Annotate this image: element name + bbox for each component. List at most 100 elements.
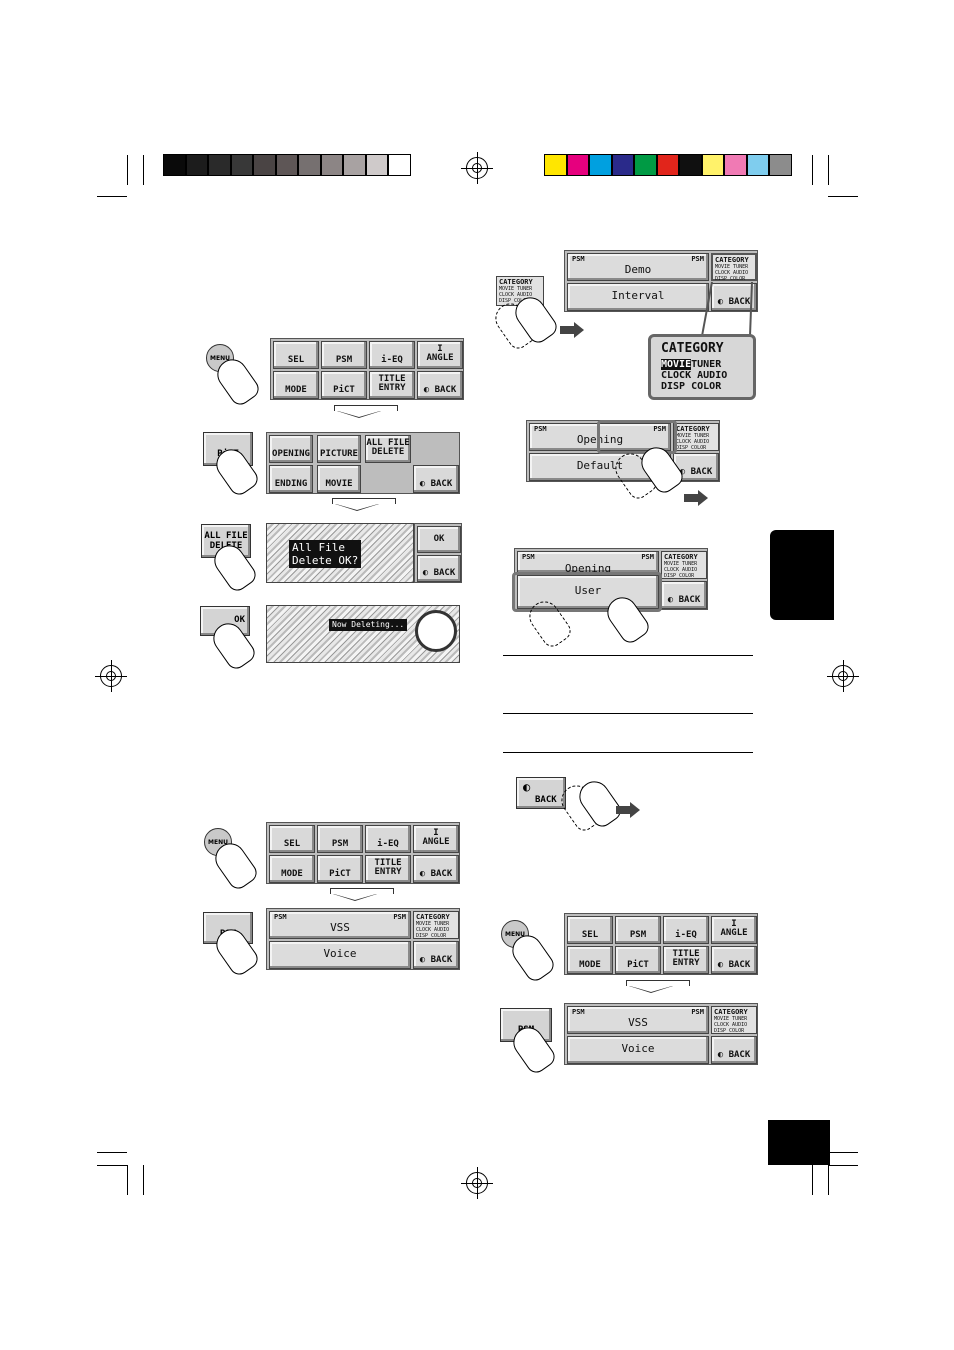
back-label: BACK xyxy=(728,297,751,307)
menu-panel: SEL PSM i-EQ I ANGLE MODE PiCT TITLE ENT… xyxy=(266,822,460,884)
psm-next-label: PSM xyxy=(653,425,666,433)
category-button[interactable]: CATEGORY MOVIE TUNER CLOCK AUDIO DISP CO… xyxy=(711,1006,757,1034)
back-button[interactable]: ◐ BACK xyxy=(417,371,463,399)
sel-button[interactable]: SEL xyxy=(567,916,613,944)
all-file-label: ALL FILE xyxy=(366,437,410,448)
all-file-delete-button[interactable]: ALL FILE DELETE xyxy=(365,435,411,463)
opening-item[interactable]: PSM PSM Opening xyxy=(517,551,659,575)
back-label: BACK xyxy=(728,960,751,970)
title-entry-button[interactable]: TITLE ENTRY xyxy=(365,855,411,883)
angle-label: ANGLE xyxy=(422,836,450,847)
entry-label: ENTRY xyxy=(672,957,700,968)
category-row: CLOCK AUDIO xyxy=(499,292,533,298)
back-button[interactable]: ◐ BACK xyxy=(711,283,757,311)
angle-button[interactable]: I ANGLE xyxy=(413,825,459,853)
sel-button[interactable]: SEL xyxy=(269,825,315,853)
pict-button[interactable]: PiCT xyxy=(317,855,363,883)
deleting-photo: Now Deleting... xyxy=(266,605,460,663)
pict-button[interactable]: PiCT xyxy=(321,371,367,399)
color-swatch xyxy=(656,154,679,176)
mode-button[interactable]: MODE xyxy=(273,371,319,399)
ending-button[interactable]: ENDING xyxy=(269,465,313,493)
color-swatch xyxy=(566,154,589,176)
demo-item[interactable]: PSM PSM Demo xyxy=(567,253,709,281)
psm-button[interactable]: PSM xyxy=(615,916,661,944)
voice-setting[interactable]: Voice xyxy=(567,1036,709,1064)
back-button[interactable]: ◐ BACK xyxy=(417,555,461,582)
gray-swatch xyxy=(185,154,208,176)
category-row: MOVIE TUNER xyxy=(499,286,533,292)
angle-label: ANGLE xyxy=(426,352,454,363)
user-setting[interactable]: User xyxy=(517,575,659,609)
selection-highlight xyxy=(597,420,677,454)
category-tuner: TUNER xyxy=(691,359,722,370)
category-button[interactable]: CATEGORY MOVIE TUNER CLOCK AUDIO DISP CO… xyxy=(673,423,719,451)
movie-button[interactable]: MOVIE xyxy=(317,465,361,493)
mode-button[interactable]: MODE xyxy=(269,855,315,883)
crop-mark xyxy=(143,1165,144,1195)
color-swatch xyxy=(724,154,747,176)
category-row: CLOCK AUDIO xyxy=(714,1022,748,1028)
back-button[interactable]: ◐ BACK xyxy=(413,855,459,883)
gray-swatch xyxy=(208,154,231,176)
divider xyxy=(503,655,753,656)
category-color: COLOR xyxy=(691,381,722,392)
flow-arrow-icon xyxy=(330,888,394,901)
pict-panel: OPENING PICTURE ALL FILE DELETE ENDING M… xyxy=(266,432,460,494)
back-label: BACK xyxy=(678,595,701,605)
angle-button[interactable]: I ANGLE xyxy=(711,916,757,944)
back-button[interactable]: ◐ BACK xyxy=(413,941,459,969)
interval-setting[interactable]: Interval xyxy=(567,283,709,311)
back-key[interactable]: ◐ BACK xyxy=(516,777,566,809)
color-swatch xyxy=(611,154,634,176)
gray-swatch xyxy=(298,154,321,176)
mode-button[interactable]: MODE xyxy=(567,946,613,974)
i-eq-button[interactable]: i-EQ xyxy=(369,341,415,369)
sel-button[interactable]: SEL xyxy=(273,341,319,369)
category-row: DISP COLOR xyxy=(714,1028,745,1034)
arrow-right-icon xyxy=(684,490,708,506)
opening-item[interactable]: PSM PSM Opening xyxy=(529,423,671,451)
voice-setting[interactable]: Voice xyxy=(269,941,411,969)
color-swatch xyxy=(589,154,612,176)
category-button[interactable]: CATEGORY MOVIE TUNER CLOCK AUDIO DISP CO… xyxy=(711,253,757,282)
pict-button[interactable]: PiCT xyxy=(615,946,661,974)
back-label: BACK xyxy=(434,385,457,395)
opening-button[interactable]: OPENING xyxy=(269,435,313,463)
vss-item[interactable]: PSM PSM VSS xyxy=(269,911,411,939)
registration-mark xyxy=(827,660,859,692)
ok-button[interactable]: OK xyxy=(417,526,461,553)
back-button[interactable]: ◐ BACK xyxy=(661,581,707,609)
gray-swatch xyxy=(230,154,253,176)
arrow-right-icon xyxy=(560,322,584,338)
category-zoom: CATEGORY MOVIETUNER CLOCK AUDIO DISP COL… xyxy=(648,334,756,400)
setting-value: Default xyxy=(576,459,624,473)
setting-value: Voice xyxy=(621,1042,655,1056)
title-entry-button[interactable]: TITLE ENTRY xyxy=(663,946,709,974)
entry-label: ENTRY xyxy=(378,382,406,393)
crop-mark xyxy=(143,155,144,185)
back-icon: ◐ xyxy=(679,467,686,477)
back-button[interactable]: ◐ BACK xyxy=(673,453,719,481)
back-button[interactable]: ◐ BACK xyxy=(711,946,757,974)
category-button[interactable]: CATEGORY MOVIE TUNER CLOCK AUDIO DISP CO… xyxy=(661,551,707,579)
title-entry-button[interactable]: TITLE ENTRY xyxy=(369,371,415,399)
category-button[interactable]: CATEGORY MOVIE TUNER CLOCK AUDIO DISP CO… xyxy=(413,911,459,939)
back-button[interactable]: ◐ BACK xyxy=(711,1036,757,1064)
back-button[interactable]: ◐ BACK xyxy=(413,465,459,493)
category-title: CATEGORY xyxy=(676,425,710,433)
category-row: DISP COLOR xyxy=(499,298,530,304)
divider xyxy=(503,713,753,714)
angle-button[interactable]: I ANGLE xyxy=(417,341,463,369)
psm-button[interactable]: PSM xyxy=(317,825,363,853)
back-icon: ◐ xyxy=(667,595,674,605)
vss-item[interactable]: PSM PSM VSS xyxy=(567,1006,709,1034)
i-eq-button[interactable]: i-EQ xyxy=(365,825,411,853)
psm-button[interactable]: PSM xyxy=(321,341,367,369)
message-line: All File xyxy=(292,541,345,554)
picture-button[interactable]: PICTURE xyxy=(317,435,361,463)
menu-panel: SEL PSM i-EQ I ANGLE MODE PiCT TITLE ENT… xyxy=(270,338,464,400)
gray-swatch xyxy=(365,154,388,176)
i-eq-button[interactable]: i-EQ xyxy=(663,916,709,944)
psm-next-label: PSM xyxy=(691,1008,704,1016)
